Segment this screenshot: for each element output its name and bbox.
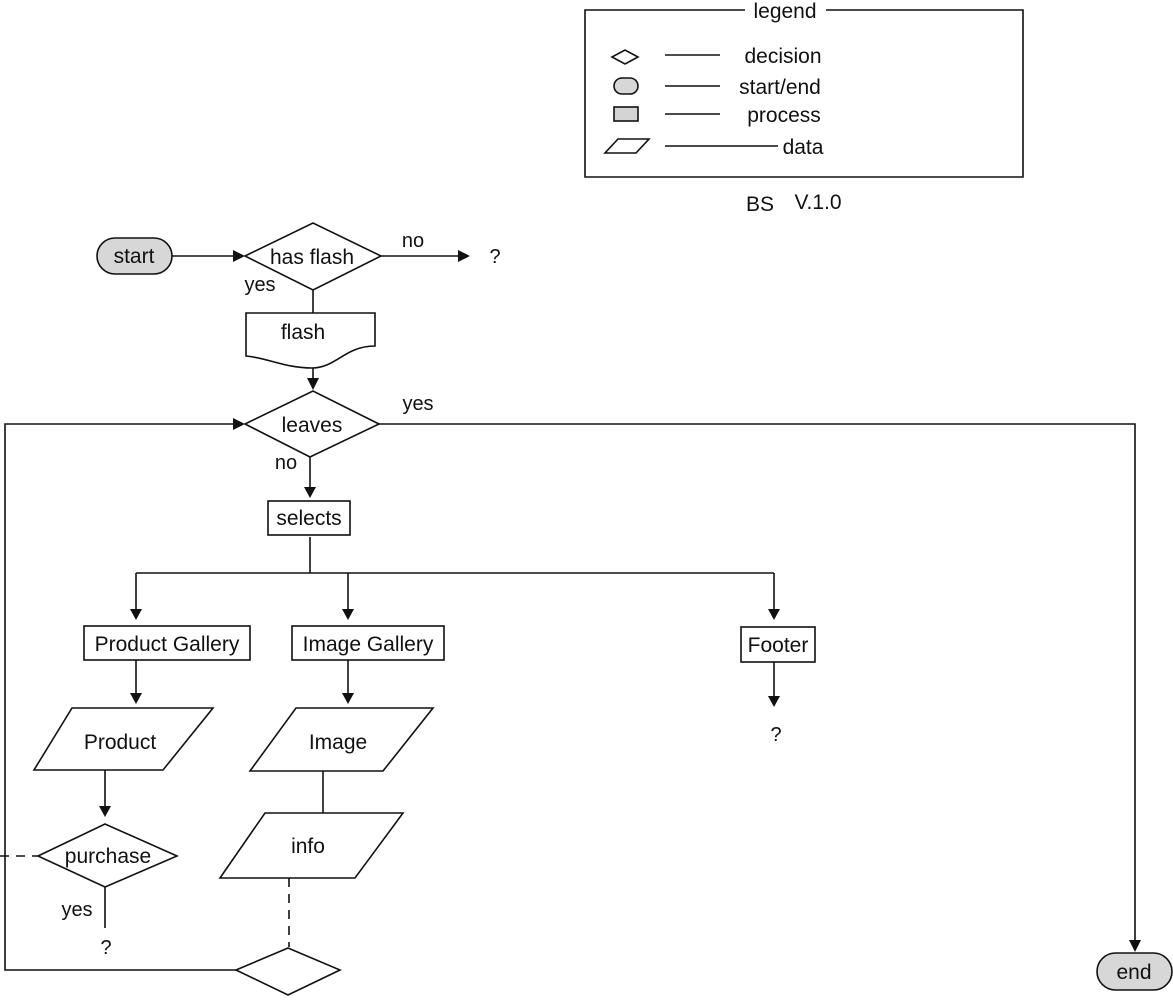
has-flash-yes-label: yes — [244, 274, 275, 296]
arrowhead — [342, 609, 354, 620]
legend-label-data: data — [783, 136, 824, 159]
arrowhead — [233, 250, 245, 262]
edge-loop-to-leaves — [4, 423, 236, 971]
purchase-label: purchase — [65, 845, 151, 868]
footer-target: ? — [770, 724, 781, 746]
product-gallery-label: Product Gallery — [95, 633, 240, 656]
has-flash-label: has flash — [270, 246, 354, 269]
legend-decision-symbol — [610, 49, 640, 65]
leaves-no-label: no — [275, 452, 297, 474]
arrowhead — [768, 696, 780, 707]
product-label: Product — [84, 731, 157, 754]
product-gallery-process — [83, 625, 251, 661]
arrowhead — [99, 806, 111, 817]
edge-leaves-yes-to-end — [379, 423, 1136, 940]
start-label: start — [114, 245, 155, 268]
legend-frame — [584, 9, 1024, 178]
flash-document — [245, 312, 376, 369]
image-data — [248, 707, 435, 772]
info-label: info — [291, 835, 325, 858]
arrowhead — [342, 693, 354, 704]
image-label: Image — [309, 731, 367, 754]
purchase-decision — [36, 823, 179, 888]
legend: legend decision start/end process data B… — [584, 0, 1024, 216]
purchase-yes-label: yes — [61, 899, 92, 921]
legend-process-symbol — [613, 106, 639, 122]
legend-version: V.1.0 — [794, 191, 841, 214]
leaves-yes-label: yes — [402, 393, 433, 415]
product-data — [32, 707, 215, 771]
image-gallery-label: Image Gallery — [303, 633, 434, 656]
info-data — [218, 812, 405, 879]
arrowhead — [130, 693, 142, 704]
arrowhead — [130, 609, 142, 620]
connectors — [0, 250, 1141, 971]
arrowhead — [307, 378, 319, 390]
legend-data-symbol — [603, 138, 651, 154]
arrowhead — [1129, 940, 1141, 952]
bottom-decision — [234, 947, 342, 996]
legend-title: legend — [753, 0, 816, 23]
footer-process — [740, 626, 816, 663]
leaves-label: leaves — [282, 414, 343, 437]
start-terminal — [96, 237, 173, 275]
legend-label-start-end: start/end — [739, 76, 821, 99]
has-flash-no-label: no — [402, 230, 424, 252]
legend-label-decision: decision — [744, 45, 821, 68]
purchase-yes-target: ? — [100, 937, 111, 959]
arrowhead — [768, 609, 780, 620]
legend-start-end-symbol — [613, 77, 639, 95]
end-label: end — [1116, 961, 1151, 984]
flash-label: flash — [281, 321, 325, 344]
nodes: start has flash flash leaves selects Pro… — [32, 222, 1173, 996]
arrowhead — [233, 418, 245, 430]
leaves-decision — [243, 390, 381, 458]
arrowhead — [458, 250, 470, 262]
has-flash-no-target: ? — [489, 246, 500, 268]
arrowhead — [304, 487, 316, 498]
edge-labels: no ? yes yes no ? yes ? — [61, 230, 781, 959]
footer-label: Footer — [748, 634, 809, 657]
legend-author: BS — [746, 193, 774, 216]
image-gallery-process — [291, 625, 445, 661]
selects-process — [267, 500, 351, 536]
has-flash-decision — [243, 222, 383, 291]
legend-label-process: process — [747, 104, 821, 127]
selects-label: selects — [276, 507, 341, 530]
end-terminal — [1096, 952, 1173, 991]
